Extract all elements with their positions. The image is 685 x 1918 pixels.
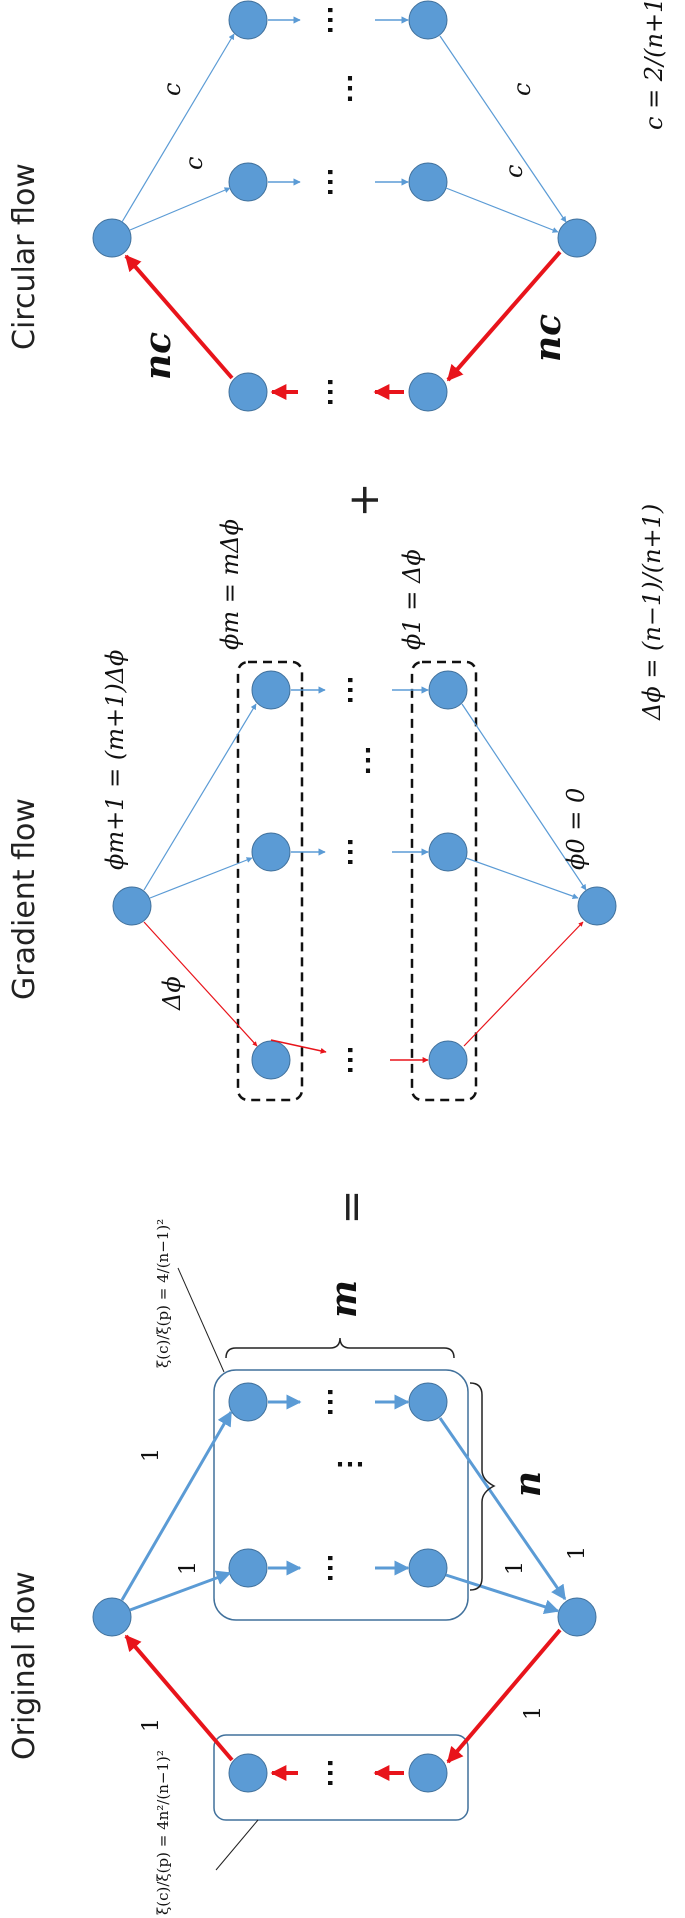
blue-node-b2	[408, 1548, 448, 1588]
ratio-red-label: ξ(c)/ξ(p) = 4n²/(n−1)²	[154, 1750, 172, 1915]
phi-1-label: ϕ1 = Δϕ	[398, 549, 426, 650]
circular-node-b2	[408, 0, 448, 40]
circular-red-node-1	[228, 372, 268, 412]
delta-phi-label: Δϕ	[158, 976, 186, 1011]
circular-blue-edge-7	[445, 187, 559, 233]
gradient-ellipsis-2: ⋯	[333, 837, 368, 867]
ratio-red-leader	[215, 1819, 259, 1871]
gradient-blue-edge-1	[149, 857, 253, 899]
dashed-box-1	[410, 660, 478, 1102]
circular-ellipsis-2: ⋯	[313, 167, 348, 197]
gradient-flow-panel: Gradient flow ⋯ ⋯ ⋯ ⋮ Δϕ ϕm+1 = (m+1)Δϕ …	[7, 504, 666, 1102]
c-label-2: c	[158, 83, 186, 96]
blue-node-b1	[228, 1548, 268, 1588]
gradient-flow-title: Gradient flow	[7, 798, 42, 1000]
circular-node-a2	[408, 162, 448, 202]
circular-red-edge-4	[124, 254, 234, 380]
circular-flow-title: Circular flow	[7, 163, 42, 350]
edge-weight-red-1: 1	[139, 1718, 164, 1732]
blue-edge-1	[120, 1410, 233, 1601]
blue-node-a1	[228, 1382, 268, 1422]
gradient-blue-edge-7	[465, 857, 579, 900]
circular-node-a1	[228, 162, 268, 202]
phi-m-label: ϕm = mΔϕ	[216, 519, 244, 650]
gradient-red-node-1	[251, 1040, 291, 1080]
gradient-red-edge-2	[270, 1039, 327, 1054]
circular-red-edge-1	[446, 250, 562, 382]
red-edge-source	[124, 1634, 234, 1762]
red-node-1	[228, 1753, 268, 1793]
gradient-red-edge-1	[143, 921, 258, 1047]
circular-blue-edge-2	[121, 33, 235, 223]
gradient-ellipsis-3: ⋯	[333, 675, 368, 705]
gradient-node-a1	[251, 832, 291, 872]
circular-node-b1	[228, 0, 268, 40]
c-label-1: c	[180, 157, 208, 170]
plus-operator: +	[339, 482, 388, 517]
circular-ellipsis-3: ⋯	[313, 5, 348, 35]
circular-source-node	[92, 218, 132, 258]
gradient-node-b2	[428, 670, 468, 710]
sink-node	[557, 1597, 597, 1637]
blue-node-a2	[408, 1382, 448, 1422]
ratio-blue-label: ξ(c)/ξ(p) = 4/(n−1)²	[154, 1219, 172, 1368]
phi-top-label: ϕm+1 = (m+1)Δϕ	[101, 650, 129, 870]
red-group-box	[213, 1734, 469, 1821]
c-label-4: c	[508, 83, 536, 96]
blue-ellipsis-2: ⋯	[313, 1553, 348, 1583]
gradient-blue-edge-2	[143, 703, 257, 891]
circular-flow-panel: Circular flow ⋯ ⋯ ⋯ ⋮ c c c c nc nc c = …	[7, 0, 668, 412]
ratio-blue-leader	[177, 1267, 225, 1373]
gradient-source-node	[112, 886, 152, 926]
edge-weight-blue-1: 1	[139, 1448, 164, 1462]
edge-weight-blue-4: 1	[565, 1546, 590, 1560]
blue-edge-7	[438, 1417, 567, 1601]
edge-weight-red-2: 1	[521, 1706, 546, 1720]
edge-weight-blue-3: 1	[503, 1561, 528, 1575]
circular-sink-node	[557, 218, 597, 258]
source-node	[92, 1597, 132, 1637]
phi-0-label: ϕ0 = 0	[562, 788, 590, 870]
gradient-node-b1	[251, 670, 291, 710]
circular-red-node-2	[408, 372, 448, 412]
delta-phi-definition: Δϕ = (n−1)/(n+1)	[638, 504, 666, 721]
blue-edge-2	[129, 1570, 232, 1612]
red-edge-sink	[446, 1628, 562, 1764]
gradient-node-a2	[428, 832, 468, 872]
gradient-sink-node	[577, 886, 617, 926]
circular-ellipsis-1: ⋯	[313, 377, 348, 407]
blue-group-box	[213, 1369, 469, 1621]
original-flow-panel: Original flow ⋯ 1 1 ξ(c)/ξ(p) = 4n²/(n−1…	[7, 1219, 597, 1915]
circular-blue-edge-1	[129, 187, 231, 231]
circular-ellipsis-4: ⋮	[335, 71, 365, 106]
m-brace	[225, 1337, 455, 1359]
gradient-red-node-2	[428, 1040, 468, 1080]
blue-ellipsis-1: ⋯	[313, 1387, 348, 1417]
c-label-3: c	[500, 165, 528, 178]
gradient-ellipsis-4: ⋮	[353, 743, 383, 778]
n-label: n	[507, 1471, 549, 1497]
n-brace	[469, 1382, 496, 1591]
red-node-2	[408, 1753, 448, 1793]
gradient-blue-edge-8	[461, 703, 587, 891]
circular-blue-edge-8	[439, 35, 567, 223]
dashed-box-m	[236, 660, 304, 1102]
equals-operator: =	[326, 1189, 375, 1224]
blue-ellipsis-3: ⋯	[335, 1447, 365, 1482]
nc-label-2: nc	[527, 314, 569, 362]
gradient-red-edge-4	[463, 921, 584, 1047]
edge-weight-blue-2: 1	[176, 1561, 201, 1575]
gradient-ellipsis-1: ⋯	[333, 1045, 368, 1075]
c-definition: c = 2/(n+1)	[640, 0, 668, 130]
m-label: m	[323, 1280, 365, 1318]
blue-edge-8	[445, 1573, 560, 1615]
original-flow-title: Original flow	[7, 1571, 42, 1760]
nc-label-1: nc	[137, 332, 179, 380]
red-ellipsis: ⋯	[313, 1758, 348, 1788]
